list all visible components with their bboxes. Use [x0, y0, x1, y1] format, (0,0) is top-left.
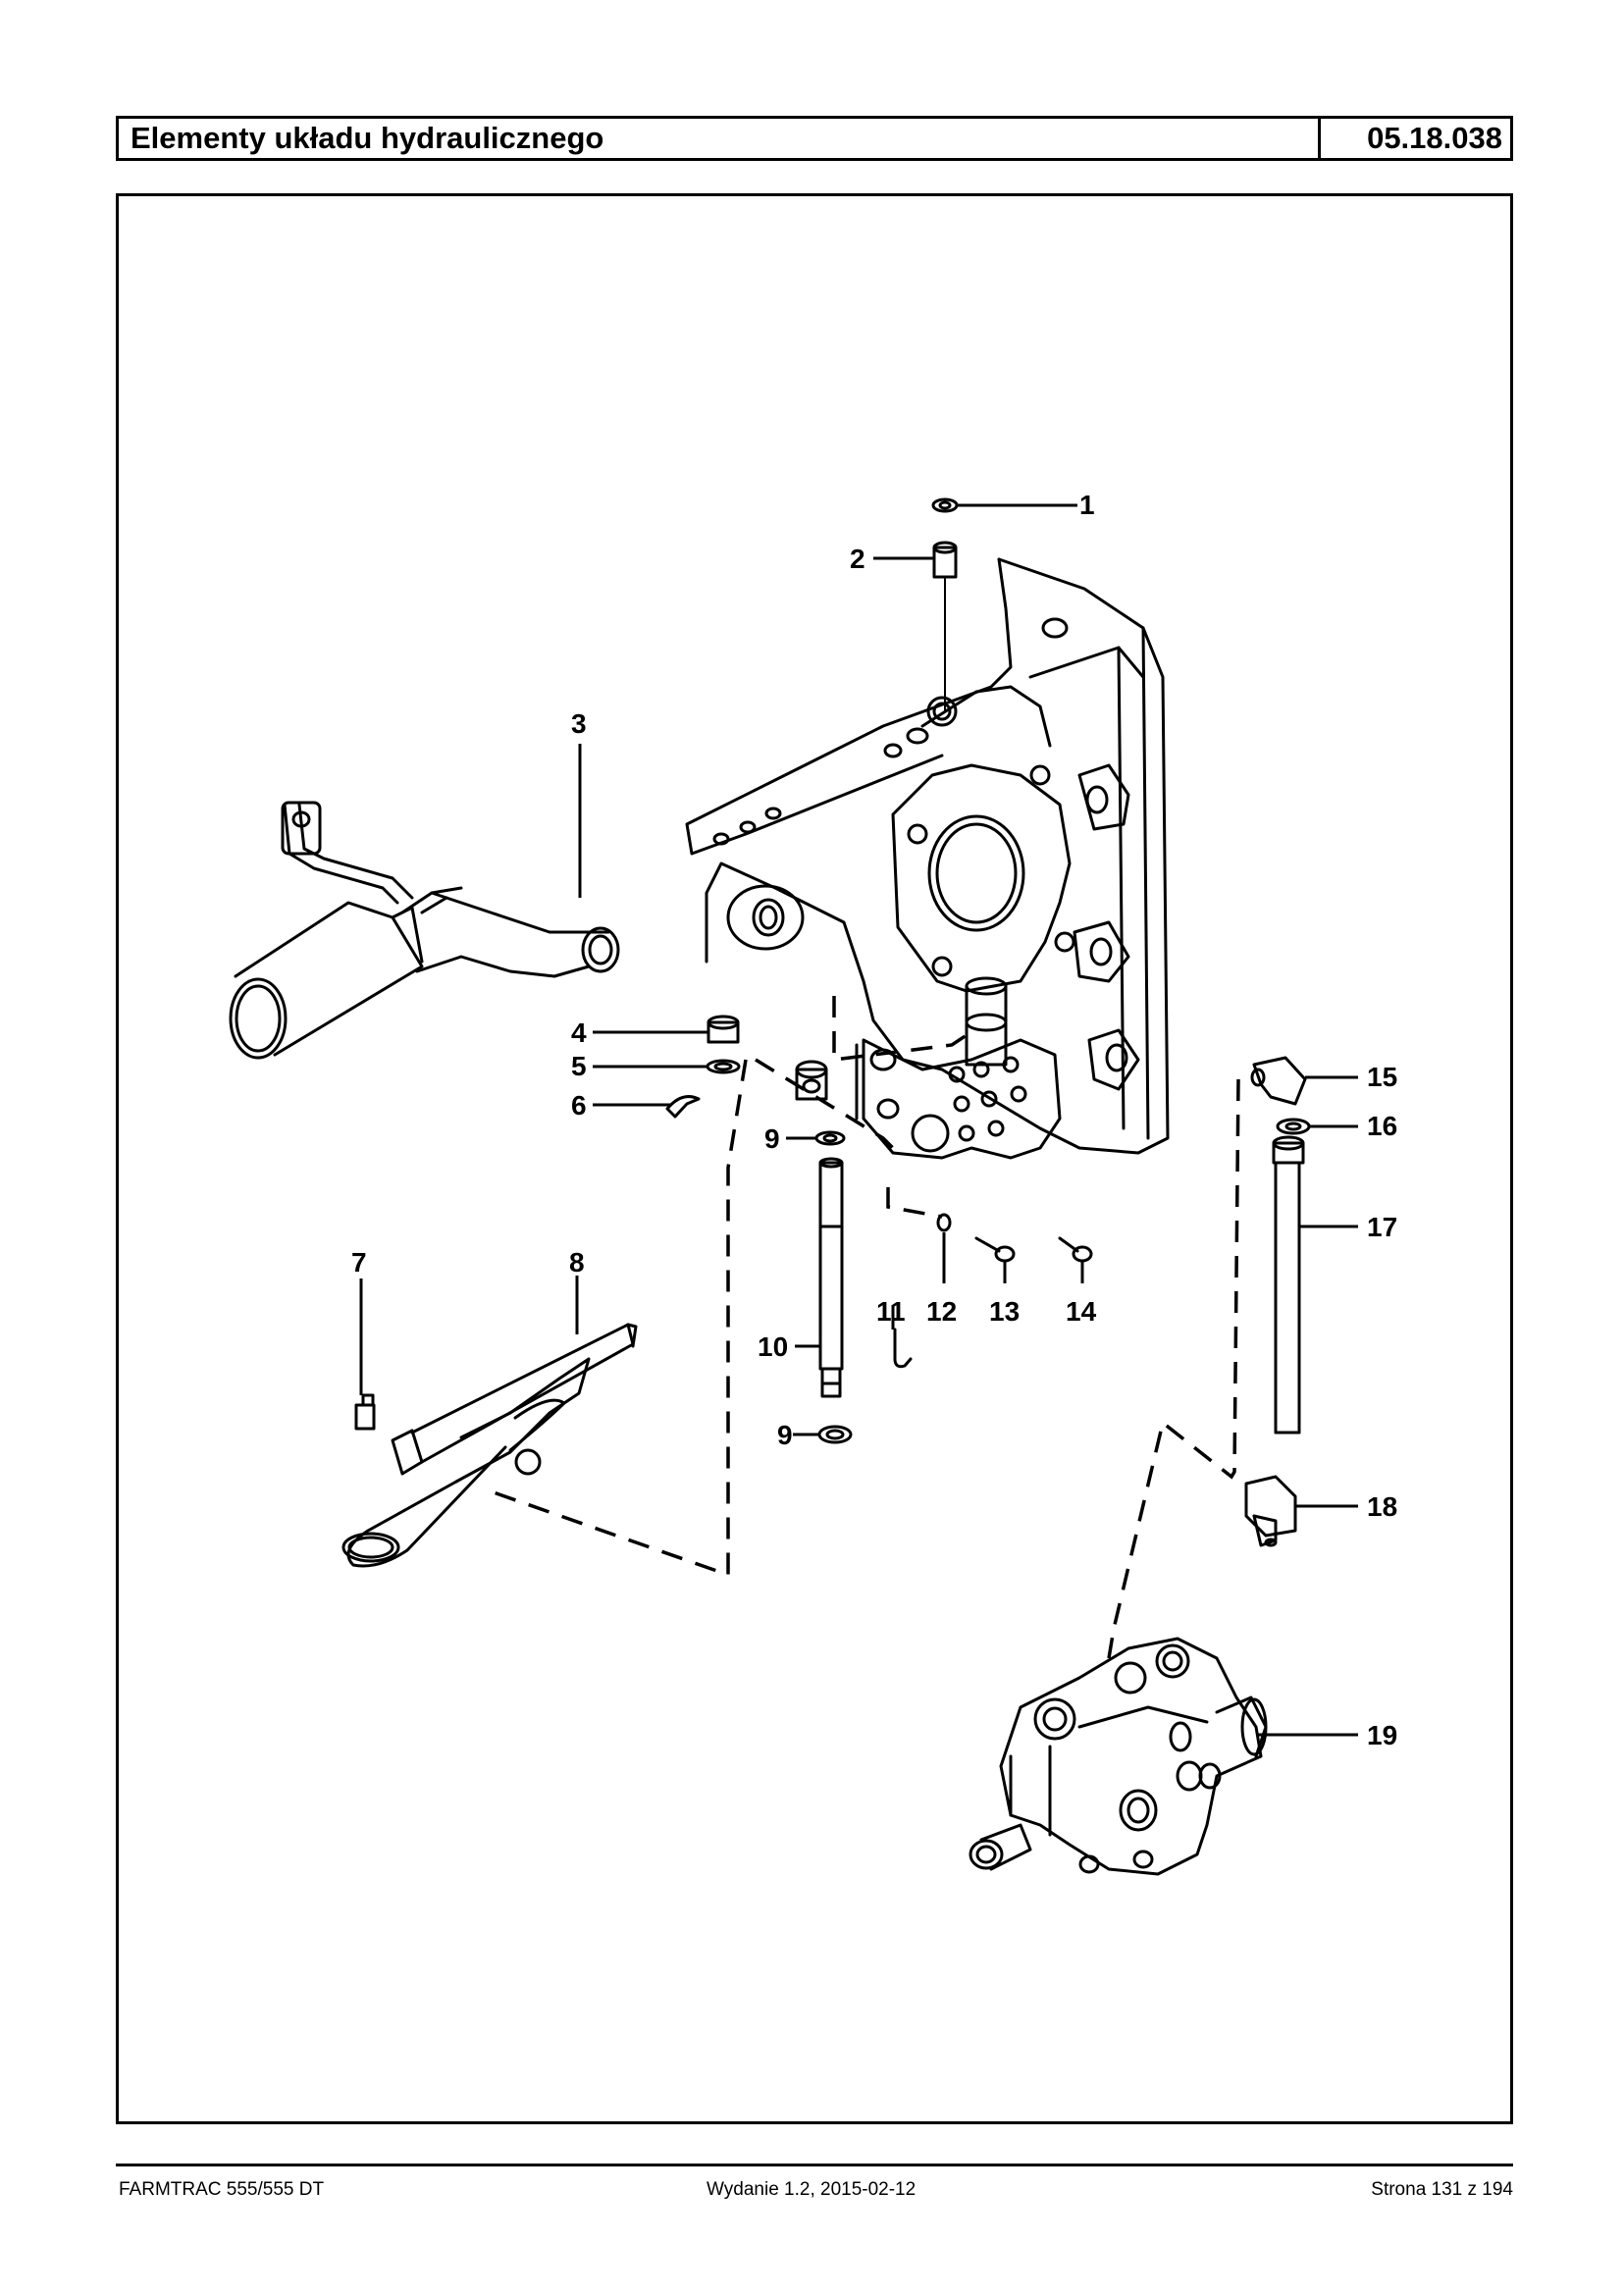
lever-bracket [341, 1323, 638, 1568]
part-label-10: 10 [758, 1331, 788, 1362]
hydraulic-housing [685, 557, 1170, 1160]
part-label-9-top: 9 [764, 1123, 780, 1154]
part-label-16: 16 [1367, 1111, 1397, 1141]
footer-edition: Wydanie 1.2, 2015-02-12 [707, 2179, 917, 2200]
part-label-8: 8 [569, 1247, 585, 1278]
part-label-19: 19 [1367, 1720, 1397, 1750]
footer-divider [116, 2164, 1513, 2166]
part-label-6: 6 [571, 1090, 587, 1121]
part-label-15: 15 [1367, 1062, 1397, 1092]
part-label-3: 3 [571, 708, 587, 739]
part-label-11: 11 [876, 1296, 906, 1327]
section-code: 05.18.038 [1367, 121, 1502, 155]
part-label-7: 7 [351, 1247, 367, 1278]
part-label-12: 12 [926, 1296, 957, 1327]
part-label-1: 1 [1079, 490, 1095, 520]
part-label-13: 13 [989, 1296, 1020, 1327]
page-title: Elementy układu hydraulicznego [119, 119, 1321, 158]
part-label-5: 5 [571, 1051, 587, 1081]
footer-model: FARMTRAC 555/555 DT [119, 2179, 325, 2200]
valve-block [969, 1637, 1268, 1876]
part-label-14: 14 [1066, 1296, 1097, 1327]
footer-page-number: Strona 131 z 194 [1371, 2179, 1513, 2200]
part-label-17: 17 [1367, 1212, 1397, 1242]
suction-pipe [229, 801, 620, 1060]
diagram-frame [116, 193, 1513, 2124]
part-label-2: 2 [850, 544, 865, 574]
part-label-4: 4 [571, 1017, 587, 1048]
part-label-18: 18 [1367, 1491, 1397, 1522]
page-header: Elementy układu hydraulicznego 05.18.038 [116, 116, 1513, 161]
part-label-9-bottom: 9 [777, 1420, 793, 1450]
